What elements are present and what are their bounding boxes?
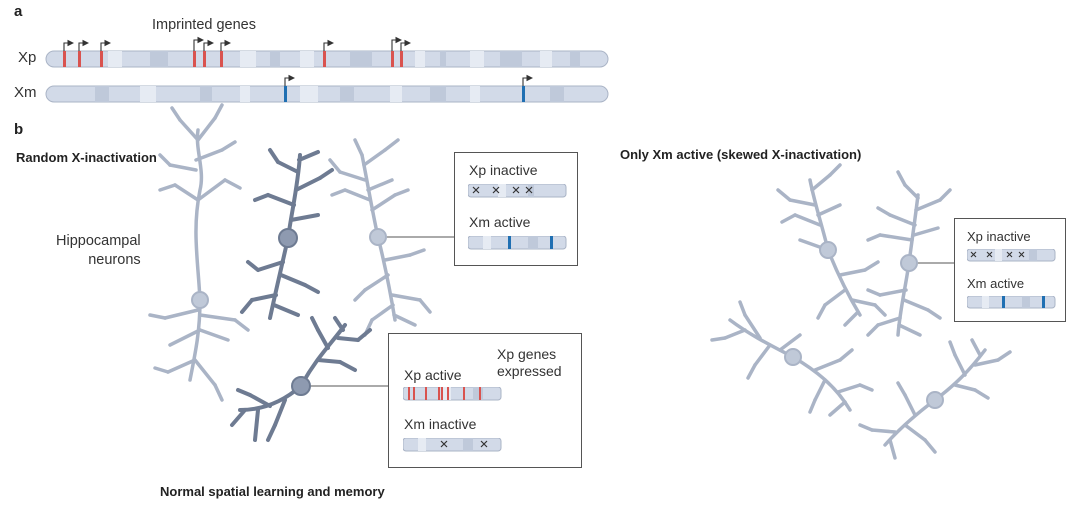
random-x-inactivation-title: Random X-inactivation	[16, 150, 157, 165]
callout-box-xp-inactive: Xp inactive Xm active	[454, 152, 578, 266]
box2-note: Xp genes expressed	[497, 346, 562, 379]
neuron-left	[148, 103, 250, 402]
xp-chromosome	[45, 36, 609, 68]
box3-top-label: Xp inactive	[967, 229, 1031, 244]
box1-xm-chromosome	[468, 236, 567, 250]
box3-bottom-label: Xm active	[967, 276, 1025, 291]
box2-xm-chromosome	[403, 438, 502, 452]
box1-bottom-label: Xm active	[469, 214, 531, 230]
callout-box-xp-active: Xp genes expressed Xp active Xm inactive	[388, 333, 582, 468]
box2-bottom-label: Xm inactive	[404, 416, 477, 432]
bottom-caption: Normal spatial learning and memory	[160, 484, 385, 499]
neuron-bottom-dark	[230, 316, 372, 442]
neuron-light-group	[148, 103, 1012, 460]
panel-a-letter: a	[14, 3, 23, 20]
box1-xp-chromosome	[468, 184, 567, 198]
neuron-dark-group	[230, 148, 372, 442]
imprinted-genes-label: Imprinted genes	[152, 17, 256, 33]
skewed-x-inactivation-title: Only Xm active (skewed X-inactivation)	[620, 147, 862, 162]
box3-xm-chromosome	[967, 296, 1056, 309]
box2-top-label: Xp active	[404, 367, 462, 383]
xm-label: Xm	[14, 84, 37, 101]
hippocampal-neurons-label: Hippocampal neurons	[56, 233, 141, 268]
box1-top-label: Xp inactive	[469, 162, 538, 178]
box2-xp-chromosome	[403, 387, 502, 401]
panel-b-letter: b	[14, 121, 24, 138]
xm-chromosome	[45, 74, 609, 103]
box3-xp-chromosome	[967, 249, 1056, 262]
xp-label: Xp	[18, 49, 37, 66]
callout-box-skewed: Xp inactive Xm active	[954, 218, 1066, 322]
